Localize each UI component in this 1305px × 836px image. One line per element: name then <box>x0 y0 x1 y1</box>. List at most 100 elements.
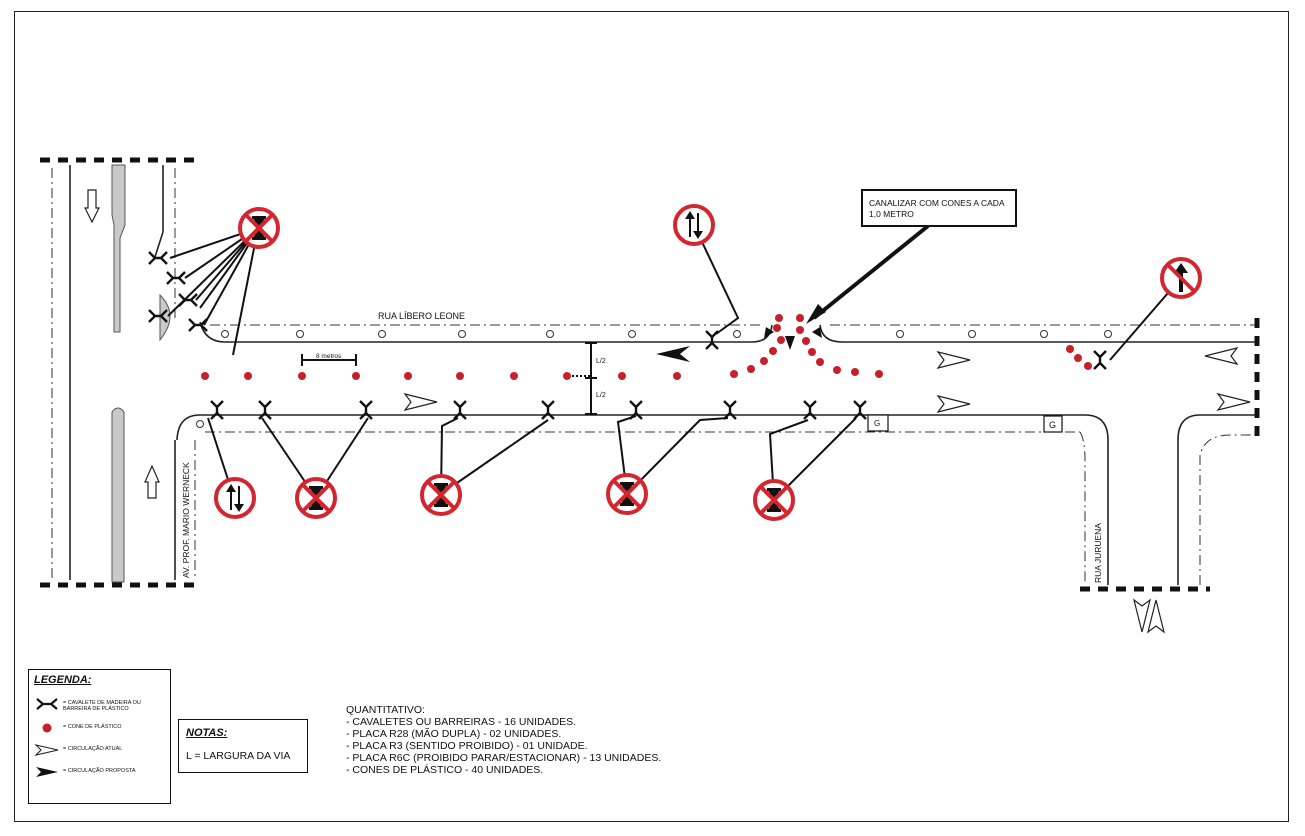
notes-text: L = LARGURA DA VIA <box>186 750 291 762</box>
half-width-label-bottom: L/2 <box>596 392 606 399</box>
cone-icon <box>352 372 360 380</box>
quantitativo-line: - CAVALETES OU BARREIRAS - 16 UNIDADES. <box>346 716 577 728</box>
cone-icon <box>1084 362 1092 370</box>
spacing-marker <box>301 354 357 366</box>
proposed-flow-arrow-icon <box>656 346 690 362</box>
gate-label: G <box>1049 420 1056 430</box>
current-flow-arrow-icon <box>34 744 59 756</box>
half-width-label-top: L/2 <box>596 358 606 365</box>
no-entry-direction-sign-icon <box>1160 257 1202 299</box>
cone-icon <box>563 372 571 380</box>
cones <box>201 314 1092 380</box>
median-top <box>111 164 126 333</box>
two-way-sign-icon <box>214 477 256 519</box>
barrier-icon <box>147 250 169 266</box>
no-parking-sign-icon <box>753 479 795 521</box>
current-flow-arrow-icon <box>1147 599 1165 634</box>
quantitativo-line: - PLACA R28 (MÃO DUPLA) - 02 UNIDADES. <box>346 728 562 740</box>
barriers <box>147 250 1108 421</box>
spacing-label: 8 metros <box>316 353 342 360</box>
quantitativo-line: - CONES DE PLÁSTICO - 40 UNIDADES. <box>346 764 544 776</box>
cone-icon <box>673 372 681 380</box>
street-label-libero-leone: RUA LÍBERO LEONE <box>378 311 465 321</box>
av-mario-werneck-road <box>40 157 196 588</box>
barrier-icon <box>452 399 468 421</box>
legend-box: LEGENDA: = CAVALETE DE MADEIRA OU BARREI… <box>28 669 171 804</box>
two-way-sign-icon <box>673 204 715 246</box>
current-flow-arrow-icon <box>936 395 971 413</box>
barrier-icon <box>722 399 738 421</box>
cone-icon <box>298 372 306 380</box>
no-parking-sign-icon <box>295 477 337 519</box>
street-label-mario-werneck: AV. PROF. MARIO WERNECK <box>181 462 191 578</box>
barrier-icon <box>165 270 187 286</box>
cone-icon <box>1074 354 1082 362</box>
cone-icon <box>404 372 412 380</box>
rua-libero-leone-road <box>176 318 1260 634</box>
barrier-icon <box>209 399 225 421</box>
cone-icon <box>201 372 209 380</box>
cone-icon <box>802 337 810 345</box>
manholes <box>196 330 1112 428</box>
cone-icon <box>777 336 785 344</box>
barrier-icon <box>1092 349 1108 371</box>
legend-item-current-flow: = CIRCULAÇÃO ATUAL <box>33 742 169 760</box>
cone-icon <box>730 370 738 378</box>
cone-icon <box>42 723 52 733</box>
current-flow-arrow-icon <box>144 464 160 499</box>
cone-icon <box>618 372 626 380</box>
no-parking-sign-icon <box>606 473 648 515</box>
cone-icon <box>456 372 464 380</box>
proposed-flow-arrow-icon <box>785 336 795 350</box>
barrier-icon <box>257 399 273 421</box>
no-parking-sign-icon <box>420 474 462 516</box>
cone-icon <box>775 314 783 322</box>
quantitativo-block: QUANTITATIVO: - CAVALETES OU BARREIRAS -… <box>346 704 661 776</box>
cone-icon <box>851 368 859 376</box>
proposed-flow-arrow-icon <box>36 767 58 777</box>
legend-label: = CIRCULAÇÃO PROPOSTA <box>63 768 136 774</box>
legend-item-proposed-flow: = CIRCULAÇÃO PROPOSTA <box>33 764 169 782</box>
cone-icon <box>875 370 883 378</box>
callout-box: CANALIZAR COM CONES A CADA 1,0 METRO <box>861 189 1017 227</box>
cone-icon <box>1066 345 1074 353</box>
cone-icon <box>244 372 252 380</box>
current-flow-arrow-icon <box>1204 347 1239 365</box>
legend-label: = CAVALETE DE MADEIRA OU BARREIRA DE PLÁ… <box>63 700 141 712</box>
barrier-icon <box>540 399 556 421</box>
current-flow-arrow-icon <box>1216 393 1251 411</box>
half-width-marker <box>572 342 597 415</box>
cone-icon <box>808 348 816 356</box>
notes-title: NOTAS: <box>186 727 228 739</box>
quantitativo-line: - PLACA R3 (SENTIDO PROIBIDO) - 01 UNIDA… <box>346 740 588 752</box>
legend-item-cone: = CONE DE PLÁSTICO <box>33 720 169 738</box>
legend-item-barrier: = CAVALETE DE MADEIRA OU BARREIRA DE PLÁ… <box>33 696 169 714</box>
street-label-juruena: RUA JURUENA <box>1093 523 1103 583</box>
callout-text: CANALIZAR COM CONES A CADA 1,0 METRO <box>869 198 1005 219</box>
barrier-icon <box>852 399 868 421</box>
cone-icon <box>747 365 755 373</box>
gate-label: G <box>874 419 880 428</box>
island <box>159 293 171 342</box>
drawing-frame <box>14 11 1289 822</box>
legend-label: = CONE DE PLÁSTICO <box>63 724 122 730</box>
cone-icon <box>816 358 824 366</box>
cone-icon <box>760 357 768 365</box>
current-flow-arrow-icon <box>403 393 438 411</box>
barrier-icon <box>36 698 58 710</box>
barrier-icon <box>358 399 374 421</box>
barrier-icon <box>802 399 818 421</box>
proposed-flow-arrow-icon <box>812 327 822 338</box>
proposed-flow-arrow-icon <box>764 327 774 338</box>
cone-icon <box>510 372 518 380</box>
legend-label: = CIRCULAÇÃO ATUAL <box>63 746 123 752</box>
quantitativo-line: - PLACA R6C (PROIBIDO PARAR/ESTACIONAR) … <box>346 752 662 764</box>
median-bottom <box>111 407 125 583</box>
notes-box: NOTAS: L = LARGURA DA VIA <box>178 719 308 773</box>
cone-icon <box>773 324 781 332</box>
current-flow-arrow-icon <box>936 351 971 369</box>
quantitativo-title: QUANTITATIVO: <box>346 704 425 716</box>
cone-icon <box>796 314 804 322</box>
sign-leaders <box>167 224 1182 501</box>
